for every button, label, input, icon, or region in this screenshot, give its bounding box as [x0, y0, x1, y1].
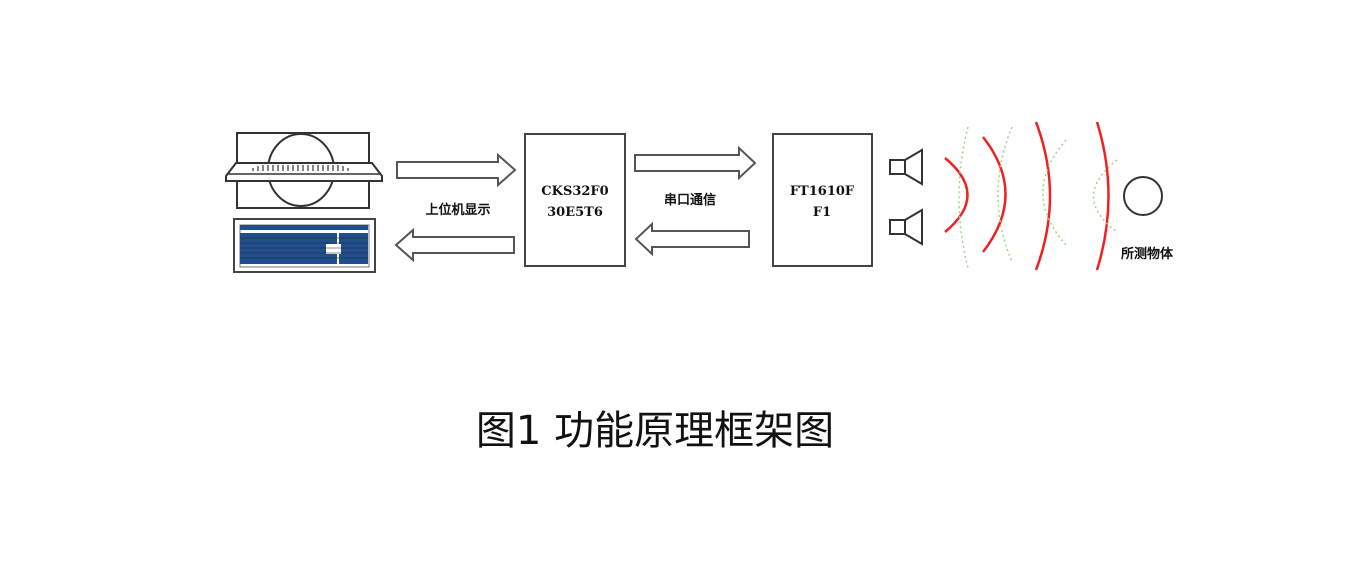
sensor-label-line1: FT1610F	[790, 184, 855, 199]
mcu-label-line2: 30E5T6	[547, 205, 603, 220]
measured-object	[1123, 176, 1163, 216]
sensor-label-line2: F1	[813, 205, 831, 220]
figure-caption: 图1 功能原理框架图	[475, 408, 835, 454]
mcu-label-line1: CKS32F0	[541, 184, 608, 199]
arrow-to-host	[394, 227, 515, 263]
emitted-waves	[944, 121, 1110, 271]
transmitter-speaker-icon	[889, 148, 923, 186]
mcu-box	[524, 133, 626, 267]
monitor-icon	[225, 132, 383, 209]
reflected-waves	[958, 126, 1118, 269]
serial-comm-label: 串口通信	[664, 192, 716, 208]
arrow-to-sensor	[634, 145, 757, 181]
arrow-to-mcu-serial	[634, 221, 750, 257]
object-label: 所测物体	[1121, 246, 1174, 262]
host-display-label: 上位机显示	[425, 202, 490, 218]
keyboard-icon	[233, 218, 376, 273]
sensor-box	[772, 133, 873, 267]
arrow-to-mcu	[396, 152, 517, 188]
receiver-speaker-icon	[889, 208, 923, 246]
